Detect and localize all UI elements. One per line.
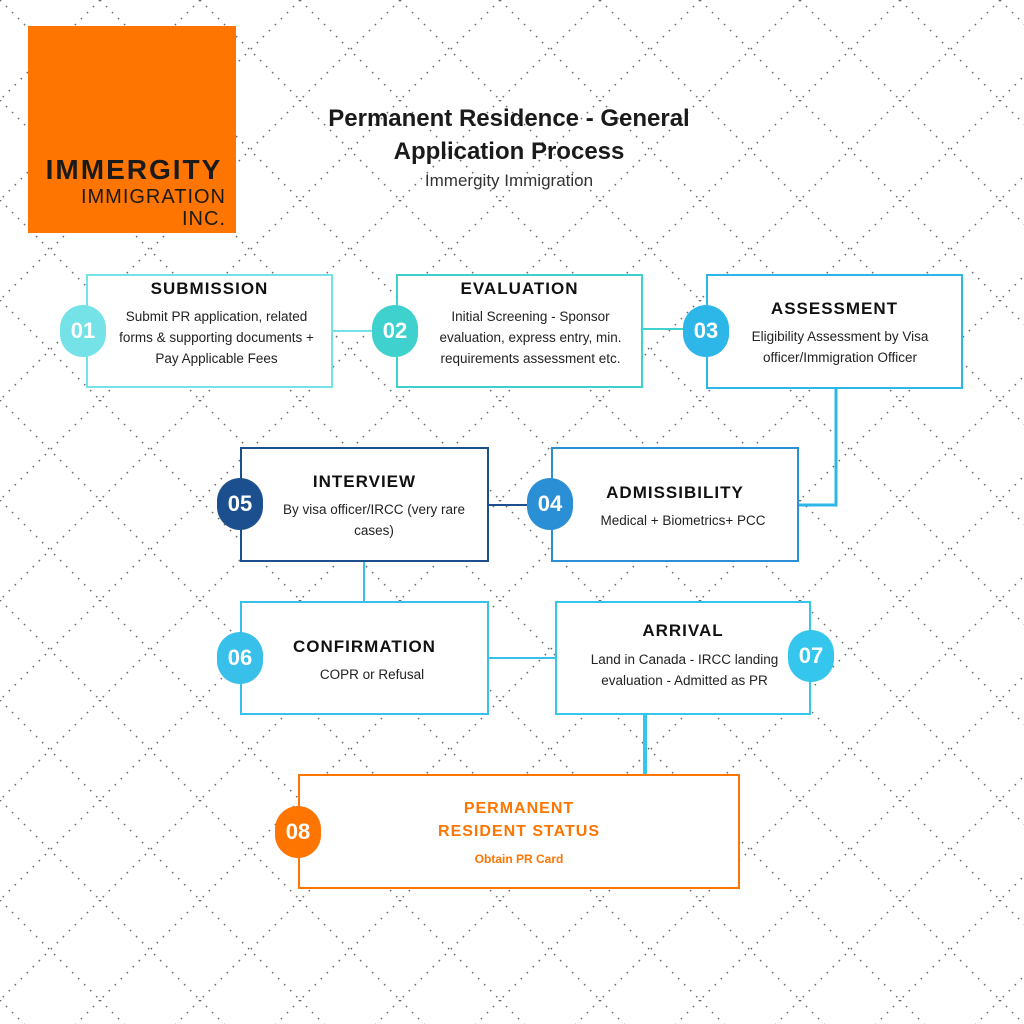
logo-subname: IMMIGRATION [80, 186, 226, 208]
step-number-badge: 01 [60, 305, 106, 357]
logo-suffix: INC. [182, 208, 226, 230]
step-07-arrival: ARRIVAL Land in Canada - IRCC landing ev… [555, 601, 811, 715]
step-title: ARRIVAL [642, 621, 724, 640]
step-number-badge: 03 [683, 305, 729, 357]
step-06-confirmation: CONFIRMATION COPR or Refusal [240, 601, 489, 715]
final-description: Obtain PR Card [474, 852, 564, 866]
step-number-badge: 02 [372, 305, 418, 357]
step-title: CONFIRMATION [293, 637, 436, 656]
step-04-admissibility: ADMISSIBILITY Medical + Biometrics+ PCC [551, 447, 799, 562]
step-title: ADMISSIBILITY [606, 483, 744, 502]
step-05-interview: INTERVIEW By visa officer/IRCC (very rar… [240, 447, 489, 562]
step-title: INTERVIEW [312, 472, 417, 491]
connector-03-04 [799, 389, 838, 507]
step-01-submission: SUBMISSION Submit PR application, relate… [86, 274, 333, 388]
step-description: Initial Screening - Sponsor evaluation, … [439, 309, 622, 366]
step-description: Land in Canada - IRCC landing evaluation… [590, 652, 779, 688]
step-number-badge: 06 [217, 632, 263, 684]
step-number-badge: 07 [788, 630, 834, 682]
step-description: COPR or Refusal [319, 667, 425, 682]
logo-name: IMMERGITY [45, 154, 223, 185]
page-subtitle: Immergity Immigration [424, 171, 594, 190]
step-03-assessment: ASSESSMENT Eligibility Assessment by Vis… [706, 274, 963, 389]
step-title: ASSESSMENT [770, 299, 899, 318]
step-description: Eligibility Assessment by Visa officer/I… [751, 329, 929, 365]
step-02-evaluation: EVALUATION Initial Screening - Sponsor e… [396, 274, 643, 388]
step-description: Submit PR application, related forms & s… [119, 309, 314, 366]
step-title: SUBMISSION [150, 279, 269, 298]
final-title-line2: RESIDENT STATUS [438, 823, 600, 840]
step-description: By visa officer/IRCC (very rare cases) [282, 502, 466, 538]
page-title: Permanent Residence - General Applicatio… [328, 105, 690, 165]
step-number-badge: 05 [217, 478, 263, 530]
step-number-badge: 08 [275, 806, 321, 858]
step-number-badge: 04 [527, 478, 573, 530]
step-description: Medical + Biometrics+ PCC [600, 513, 766, 528]
step-title: EVALUATION [460, 279, 579, 298]
final-title-line1: PERMANENT [463, 800, 575, 817]
step-08-permanent-resident-status: PERMANENT RESIDENT STATUS Obtain PR Card [298, 774, 740, 889]
company-logo: IMMERGITY IMMIGRATION INC. [28, 26, 236, 233]
